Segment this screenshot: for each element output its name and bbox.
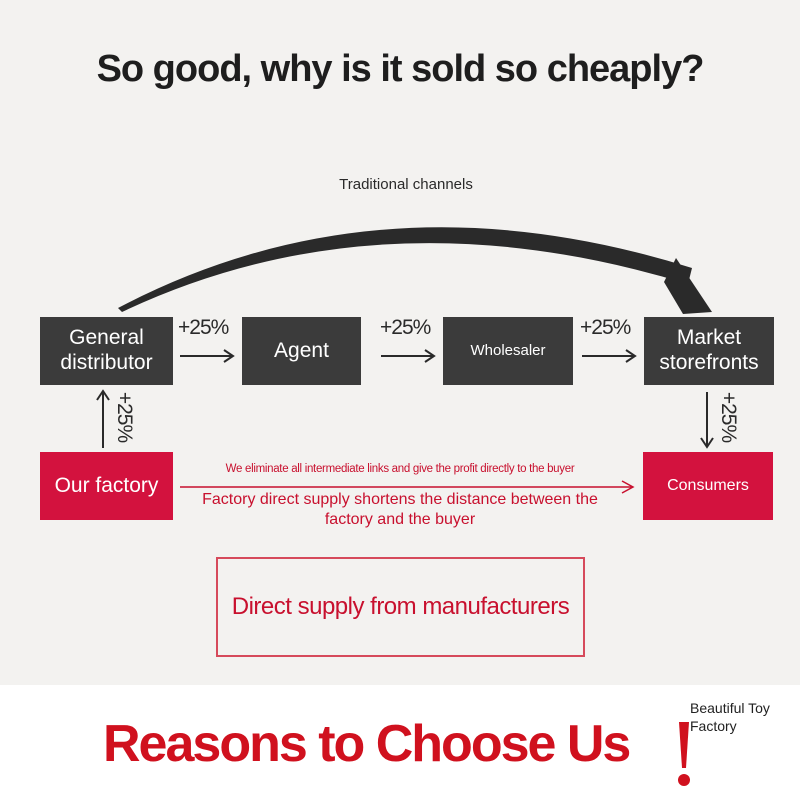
page-title: So good, why is it sold so cheaply? bbox=[96, 48, 705, 90]
brand-name: Beautiful Toy Factory bbox=[690, 700, 770, 735]
general-distributor-box: General distributor bbox=[40, 317, 173, 385]
arrow-distributor-agent bbox=[180, 349, 235, 363]
eliminate-links-text: We eliminate all intermediate links and … bbox=[225, 463, 575, 475]
arrow-wholesaler-market bbox=[582, 349, 637, 363]
arrow-factory-distributor bbox=[96, 389, 110, 448]
markup-factory-distributor: +25% bbox=[113, 391, 136, 443]
traditional-curve-arrowhead bbox=[664, 258, 712, 314]
markup-distributor-agent: +25% bbox=[178, 316, 229, 339]
arrow-market-consumers bbox=[700, 392, 714, 449]
traditional-channels-label: Traditional channels bbox=[339, 176, 473, 193]
flow-arrows bbox=[96, 227, 714, 494]
shorten-distance-text: Factory direct supply shortens the dista… bbox=[202, 491, 598, 528]
our-factory-box: Our factory bbox=[40, 452, 173, 520]
consumers-box: Consumers bbox=[643, 452, 773, 520]
direct-supply-box: Direct supply from manufacturers bbox=[216, 557, 585, 657]
markup-agent-wholesaler: +25% bbox=[380, 316, 431, 339]
reasons-heading: Reasons to Choose Us bbox=[103, 715, 631, 773]
markup-market-consumers: +25% bbox=[717, 391, 740, 443]
traditional-curve-arrow bbox=[118, 227, 692, 312]
agent-box: Agent bbox=[242, 317, 361, 385]
exclamation-logo-icon bbox=[678, 722, 690, 786]
markup-wholesaler-market: +25% bbox=[580, 316, 631, 339]
bottom-banner bbox=[0, 685, 800, 800]
arrow-agent-wholesaler bbox=[381, 349, 436, 363]
wholesaler-box: Wholesaler bbox=[443, 317, 573, 385]
market-storefronts-box: Market storefronts bbox=[644, 317, 774, 385]
direct-supply-label: Direct supply from manufacturers bbox=[231, 592, 570, 620]
arrow-direct-supply bbox=[180, 480, 635, 494]
